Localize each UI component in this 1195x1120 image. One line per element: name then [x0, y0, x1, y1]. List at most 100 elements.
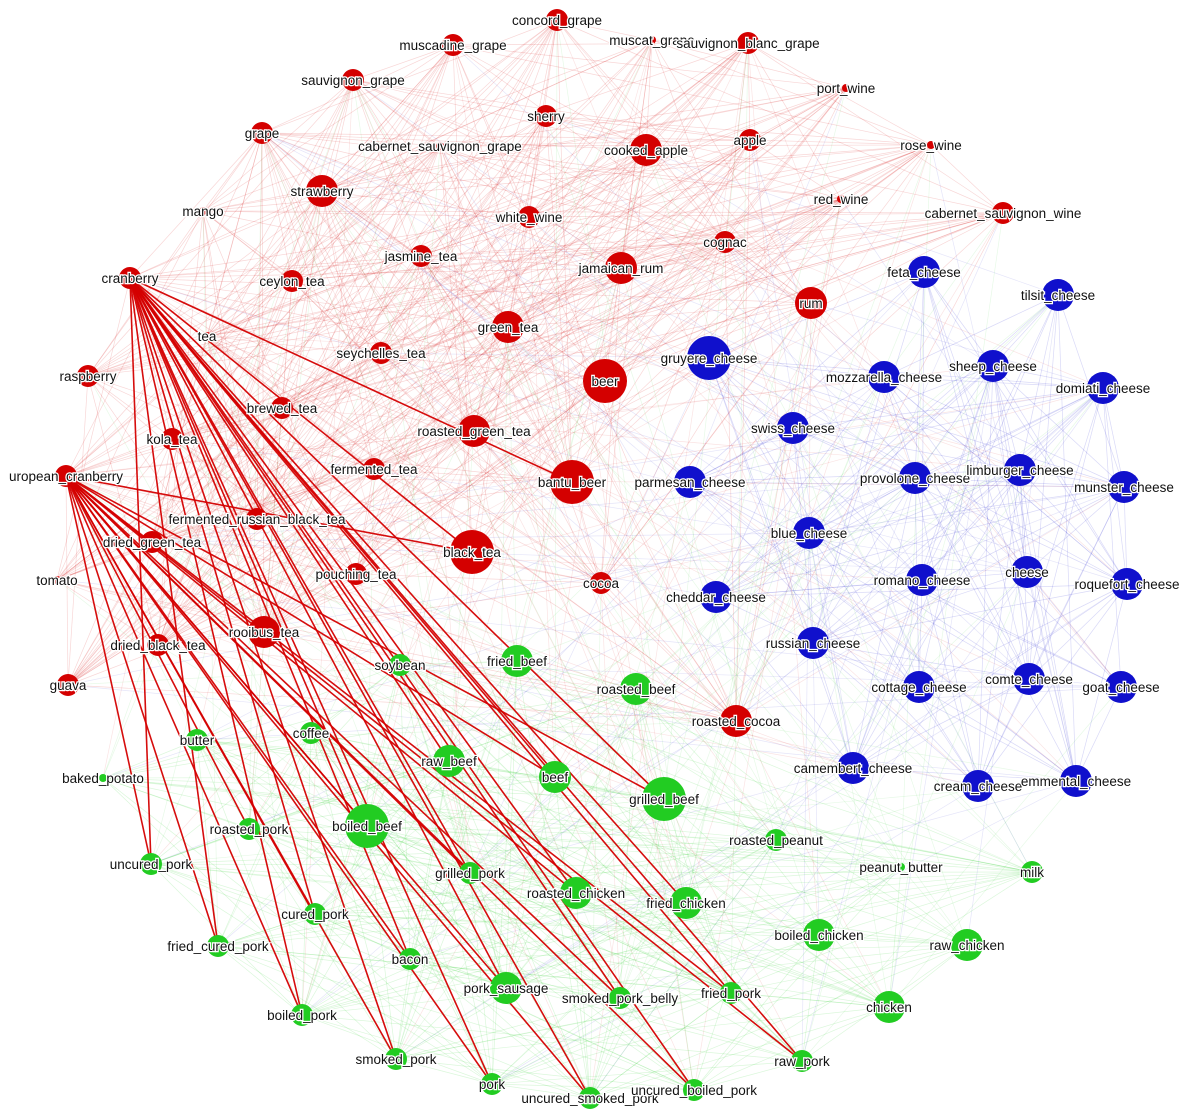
node-cottage_cheese[interactable] [903, 671, 935, 703]
node-comte_cheese[interactable] [1013, 663, 1045, 695]
node-brewed_tea[interactable] [271, 397, 293, 419]
node-raw_chicken[interactable] [951, 929, 983, 961]
node-red_wine[interactable] [837, 195, 845, 203]
node-chicken[interactable] [873, 991, 905, 1023]
node-grilled_beef[interactable] [642, 777, 686, 821]
node-beer[interactable] [583, 359, 627, 403]
node-smoked_pork[interactable] [385, 1048, 407, 1070]
node-mozzarella_cheese[interactable] [868, 361, 900, 393]
node-parmesan_cheese[interactable] [674, 466, 706, 498]
node-cabernet_sauvignon_wine[interactable] [992, 202, 1014, 224]
node-fried_pork[interactable] [720, 982, 742, 1004]
node-sauvignon_grape[interactable] [342, 69, 364, 91]
node-pouching_tea[interactable] [345, 563, 367, 585]
node-ceylon_tea[interactable] [281, 270, 303, 292]
node-mango[interactable] [199, 207, 207, 215]
node-bantu_beer[interactable] [550, 460, 594, 504]
node-roasted_pork[interactable] [238, 818, 260, 840]
node-sherry[interactable] [535, 105, 557, 127]
node-roasted_cocoa[interactable] [720, 705, 752, 737]
node-cheese[interactable] [1011, 556, 1043, 588]
node-dried_black_tea[interactable] [147, 634, 169, 656]
node-muscadine_grape[interactable] [442, 34, 464, 56]
node-cheddar_cheese[interactable] [700, 581, 732, 613]
node-boiled_pork[interactable] [291, 1004, 313, 1026]
node-green_tea[interactable] [492, 311, 524, 343]
node-black_tea[interactable] [450, 530, 494, 574]
node-fried_cured_pork[interactable] [207, 935, 229, 957]
node-jasmine_tea[interactable] [410, 245, 432, 267]
node-port_wine[interactable] [842, 84, 850, 92]
node-butter[interactable] [186, 729, 208, 751]
node-peanut_butter[interactable] [897, 863, 905, 871]
node-boiled_beef[interactable] [345, 804, 389, 848]
node-feta_cheese[interactable] [908, 256, 940, 288]
node-raw_beef[interactable] [433, 745, 465, 777]
node-pork_sausage[interactable] [490, 972, 522, 1004]
node-bacon[interactable] [399, 948, 421, 970]
node-kola_tea[interactable] [161, 428, 183, 450]
node-gruyere_cheese[interactable] [687, 336, 731, 380]
node-apple[interactable] [739, 129, 761, 151]
node-grape[interactable] [251, 122, 273, 144]
node-rose_wine[interactable] [927, 141, 935, 149]
node-tilsit_cheese[interactable] [1042, 279, 1074, 311]
node-guava[interactable] [57, 674, 79, 696]
node-fermented_russian_black_tea[interactable] [246, 508, 268, 530]
node-jamaican_rum[interactable] [605, 252, 637, 284]
node-provolone_cheese[interactable] [899, 462, 931, 494]
node-roasted_green_tea[interactable] [458, 415, 490, 447]
node-emmental_cheese[interactable] [1060, 765, 1092, 797]
node-roasted_peanut[interactable] [765, 829, 787, 851]
node-uncured_boiled_pork[interactable] [683, 1079, 705, 1101]
node-strawberry[interactable] [306, 175, 338, 207]
node-cocoa[interactable] [590, 572, 612, 594]
node-goat_cheese[interactable] [1105, 671, 1137, 703]
node-concord_grape[interactable] [546, 9, 568, 31]
node-baked_potato[interactable] [99, 774, 107, 782]
node-blue_cheese[interactable] [793, 517, 825, 549]
node-smoked_pork_belly[interactable] [609, 987, 631, 1009]
node-soybean[interactable] [389, 654, 411, 676]
node-beef[interactable] [539, 761, 571, 793]
node-roasted_beef[interactable] [620, 673, 652, 705]
node-cranberry[interactable] [119, 267, 141, 289]
node-muscat_grape[interactable] [648, 36, 656, 44]
node-raspberry[interactable] [77, 365, 99, 387]
node-rum[interactable] [795, 287, 827, 319]
node-domiati_cheese[interactable] [1087, 372, 1119, 404]
node-munster_cheese[interactable] [1108, 471, 1140, 503]
node-tea[interactable] [203, 332, 211, 340]
node-romano_cheese[interactable] [906, 564, 938, 596]
node-fried_chicken[interactable] [670, 887, 702, 919]
node-cooked_apple[interactable] [630, 134, 662, 166]
node-uncured_smoked_pork[interactable] [579, 1087, 601, 1109]
node-roasted_chicken[interactable] [560, 877, 592, 909]
node-fried_beef[interactable] [501, 645, 533, 677]
node-camembert_cheese[interactable] [837, 752, 869, 784]
node-milk[interactable] [1021, 861, 1043, 883]
node-limburger_cheese[interactable] [1004, 454, 1036, 486]
node-coffee[interactable] [300, 722, 322, 744]
node-rooibus_tea[interactable] [248, 616, 280, 648]
node-grilled_pork[interactable] [459, 862, 481, 884]
node-raw_pork[interactable] [791, 1050, 813, 1072]
node-swiss_cheese[interactable] [777, 412, 809, 444]
node-uropean_cranberry[interactable] [55, 465, 77, 487]
node-pork[interactable] [481, 1073, 503, 1095]
node-cognac[interactable] [714, 231, 736, 253]
node-white_wine[interactable] [518, 206, 540, 228]
node-roquefort_cheese[interactable] [1111, 568, 1143, 600]
node-cream_cheese[interactable] [962, 770, 994, 802]
node-russian_cheese[interactable] [797, 627, 829, 659]
node-uncured_pork[interactable] [140, 853, 162, 875]
node-seychelles_tea[interactable] [370, 342, 392, 364]
node-tomato[interactable] [53, 576, 61, 584]
node-sheep_cheese[interactable] [977, 350, 1009, 382]
node-cabernet_sauvignon_grape[interactable] [436, 142, 444, 150]
node-dried_green_tea[interactable] [141, 531, 163, 553]
node-fermented_tea[interactable] [363, 458, 385, 480]
node-cured_pork[interactable] [304, 903, 326, 925]
node-boiled_chicken[interactable] [803, 919, 835, 951]
node-sauvignon_blanc_grape[interactable] [737, 32, 759, 54]
